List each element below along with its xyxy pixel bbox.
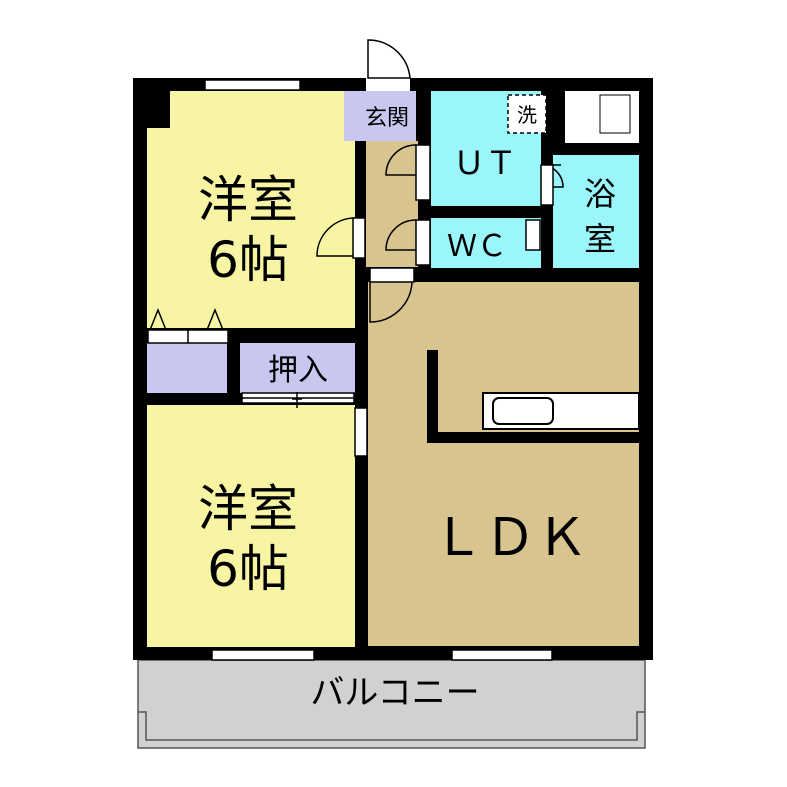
closet-label: 押入 — [268, 353, 328, 388]
western-room-lower-size: 6帖 — [207, 540, 289, 598]
washer-label: 洗 — [517, 103, 537, 127]
front-door — [366, 39, 411, 91]
western-room-upper-notch — [133, 78, 170, 128]
western-room-upper — [147, 91, 355, 328]
closet-left — [147, 343, 227, 393]
western-room-lower-name: 洋室 — [198, 480, 298, 538]
utility-label: ＵＴ — [453, 144, 517, 182]
ldk-label: ＬＤＫ — [432, 508, 588, 568]
storage-nook — [565, 91, 639, 143]
balcony-label: バルコニー — [310, 673, 479, 713]
bathroom-label-1: 浴 — [584, 175, 616, 213]
closet — [240, 343, 355, 393]
door-swings — [147, 144, 564, 457]
entrance-area — [344, 91, 416, 141]
toilet-label: ＷＣ — [447, 229, 507, 264]
windows — [204, 79, 553, 661]
western-room-upper-size: 6帖 — [207, 231, 289, 289]
western-room-lower — [147, 405, 355, 647]
ldk-room — [368, 282, 639, 646]
bathroom-label-2: 室 — [584, 220, 616, 258]
western-room-upper-name: 洋室 — [198, 171, 298, 229]
kitchen-counter — [427, 350, 640, 443]
toilet-room — [431, 218, 541, 268]
bathroom — [553, 155, 639, 268]
entrance-label: 玄関 — [365, 106, 409, 131]
hall — [366, 141, 418, 267]
washer-box — [507, 94, 547, 134]
storage-nook-mark — [599, 94, 631, 134]
